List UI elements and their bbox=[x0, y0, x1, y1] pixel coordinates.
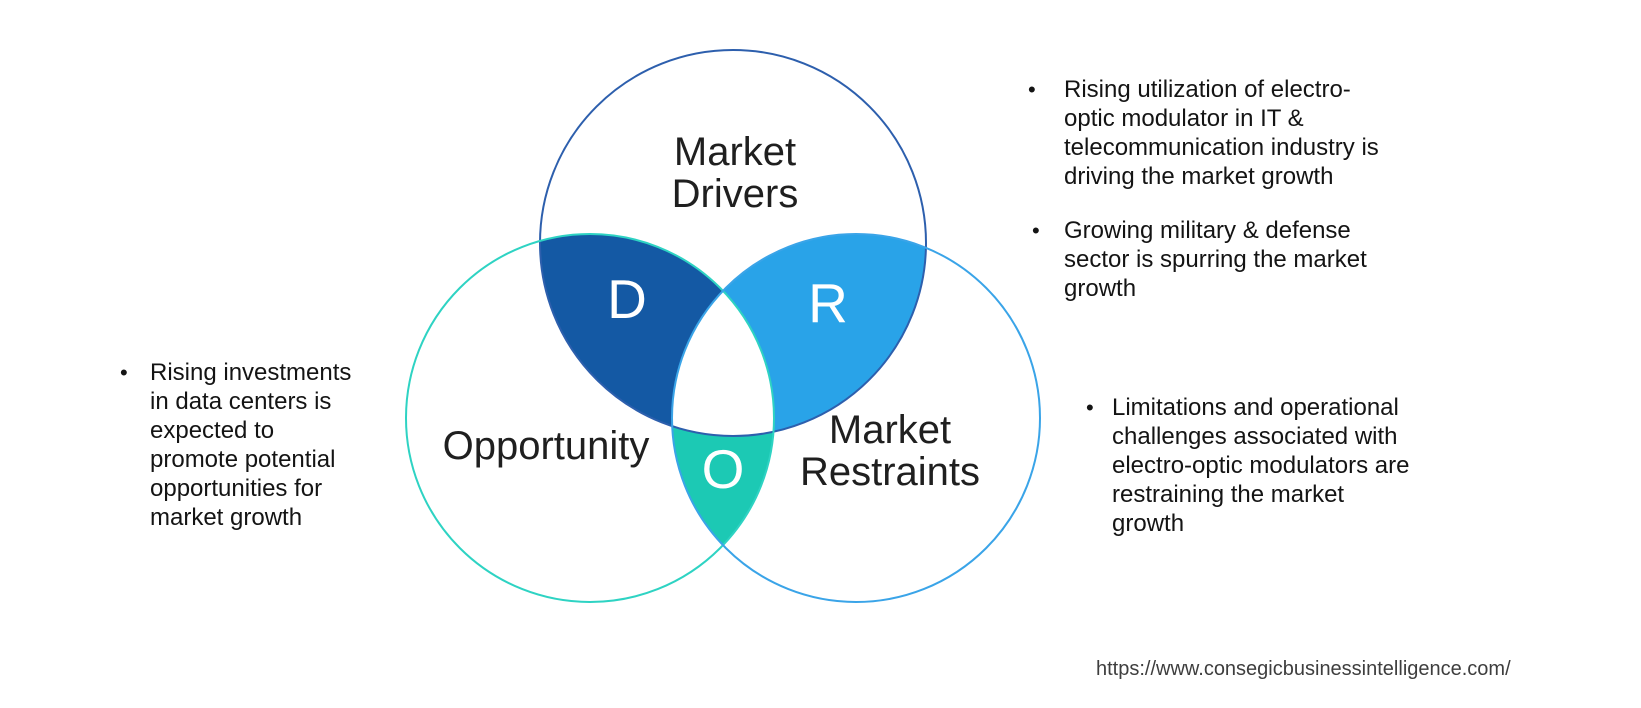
note-line: electro-optic modulators are bbox=[1112, 452, 1410, 479]
bullet-icon: • bbox=[120, 360, 128, 385]
note-opportunity: • Rising investments in data centers is … bbox=[120, 358, 351, 532]
note-line: promote potential bbox=[150, 446, 336, 473]
note-line: growth bbox=[1064, 275, 1137, 302]
note-line: growth bbox=[1112, 510, 1185, 537]
note-line: driving the market growth bbox=[1064, 163, 1334, 190]
note-line: Limitations and operational bbox=[1112, 394, 1399, 421]
drivers-label-line2: Drivers bbox=[672, 172, 799, 216]
note-line: in data centers is bbox=[150, 388, 332, 415]
note-line: optic modulator in IT & bbox=[1064, 105, 1304, 132]
bullet-icon: • bbox=[1032, 218, 1040, 243]
restraints-label-line1: Market bbox=[829, 408, 951, 452]
letter-r: R bbox=[808, 272, 848, 334]
drivers-label-line1: Market bbox=[674, 130, 796, 174]
opportunity-label: Opportunity bbox=[443, 424, 650, 468]
note-line: Rising investments bbox=[150, 359, 352, 386]
note-driver-2: • Growing military & defense sector is s… bbox=[1032, 216, 1367, 303]
note-line: restraining the market bbox=[1112, 481, 1345, 508]
drivers-circle bbox=[539, 49, 927, 437]
restraints-circle bbox=[671, 233, 1041, 603]
bullet-icon: • bbox=[1086, 395, 1094, 420]
note-line: Rising utilization of electro- bbox=[1064, 76, 1351, 103]
note-line: Growing military & defense bbox=[1064, 217, 1351, 244]
bullet-icon: • bbox=[1028, 77, 1036, 102]
note-driver-1: • Rising utilization of electro- optic m… bbox=[1028, 75, 1379, 191]
source-url: https://www.consegicbusinessintelligence… bbox=[1096, 658, 1511, 680]
letter-d: D bbox=[607, 268, 647, 330]
letter-o: O bbox=[702, 438, 745, 500]
note-line: market growth bbox=[150, 504, 303, 531]
note-line: opportunities for bbox=[150, 475, 323, 502]
note-line: challenges associated with bbox=[1112, 423, 1398, 450]
note-line: telecommunication industry is bbox=[1064, 134, 1379, 161]
note-line: sector is spurring the market bbox=[1064, 246, 1367, 273]
opportunity-circle bbox=[405, 233, 775, 603]
note-restraint: • Limitations and operational challenges… bbox=[1086, 393, 1409, 538]
note-line: expected to bbox=[150, 417, 275, 444]
restraints-label-line2: Restraints bbox=[800, 450, 980, 494]
